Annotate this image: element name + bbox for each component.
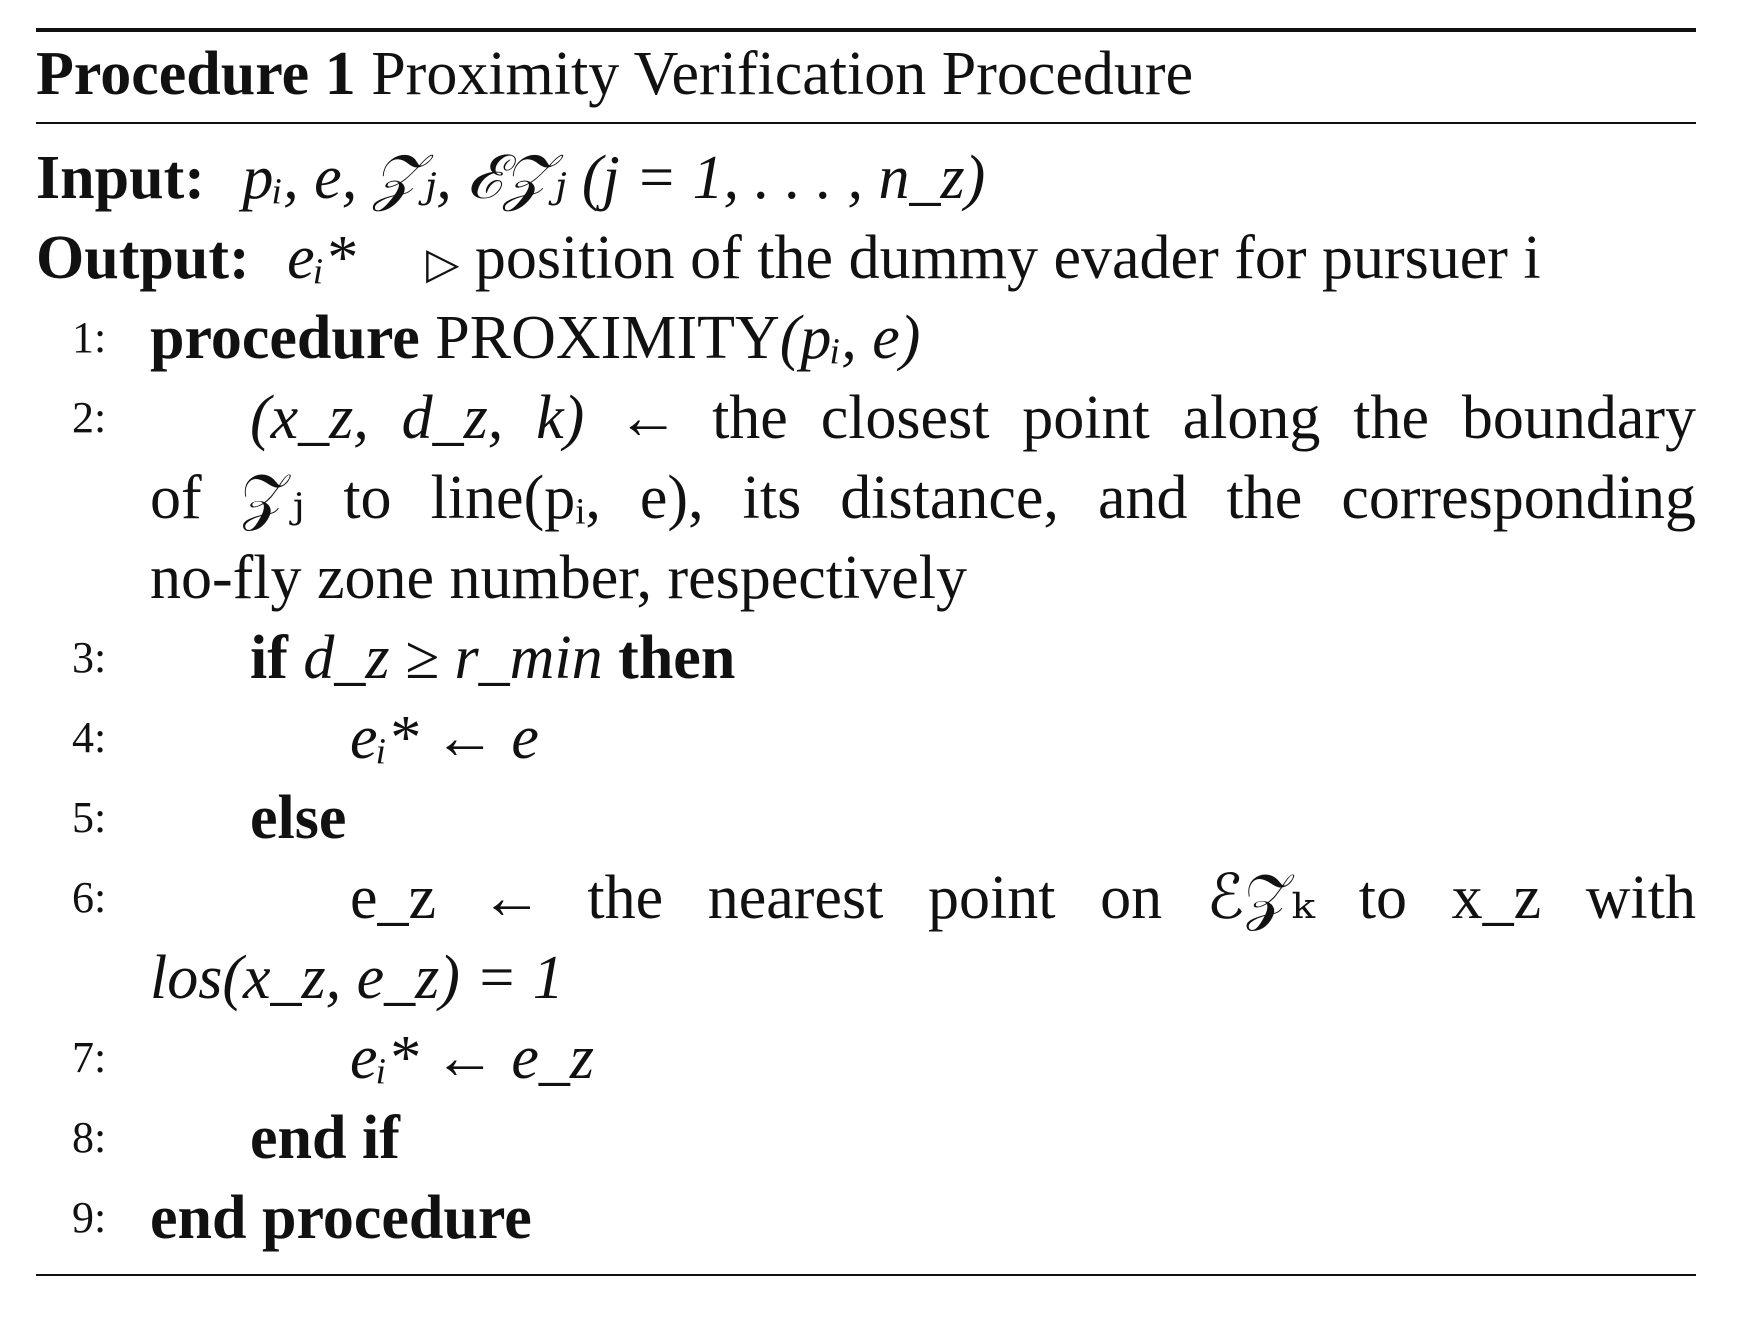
line-number: 2: [72,393,107,442]
step-6-text-1: e_z ← the nearest point on ℰ𝒵ₖ to x_z wi… [350,864,1696,932]
step-2-text-2: of 𝒵ⱼ to line(pᵢ, e), its distance, and … [150,464,1696,532]
line-number: 5: [72,793,107,842]
output-comment-text: position of the dummy evader for pursuer… [474,224,1541,292]
step-2-first-line: (x_z, d_z, k) ← the closest point along … [250,378,1696,458]
step-6: 6: e_z ← the nearest point on ℰ𝒵ₖ to x_z… [36,858,1696,938]
line-number: 1: [72,313,107,362]
algorithm-block: Procedure 1 Proximity Verification Proce… [36,28,1696,1276]
caption-rule [36,122,1696,124]
line-number: 4: [72,713,107,762]
keyword-else: else [250,784,347,852]
keyword-end-if: end if [250,1104,400,1172]
step-3: 3: if d_z ≥ r_min then [36,618,1696,698]
procedure-args: (pᵢ, e) [779,304,921,372]
output-line: Output: eᵢ* ▷ position of the dummy evad… [36,218,1696,298]
step-7: 7: eᵢ* ← e_z [36,1018,1696,1098]
input-line: Input: pᵢ, e, 𝒵ⱼ, ℰ𝒵ⱼ (j = 1, . . . , n_… [36,138,1696,218]
output-comment: ▷ position of the dummy evader for pursu… [426,218,1541,304]
output-label: Output: [36,224,250,292]
step-2-continuation-2: no-fly zone number, respectively [36,538,1696,618]
step-6-text-2: los(x_z, e_z) = 1 [150,944,564,1012]
output-value: eᵢ* [287,224,356,292]
keyword-if: if [250,624,288,692]
caption-title: Proximity Verification Procedure [371,40,1194,108]
caption-label: Procedure 1 [36,40,356,108]
procedure-name: PROXIMITY [435,304,780,372]
condition: d_z ≥ r_min [303,624,603,692]
algorithm-body: Input: pᵢ, e, 𝒵ⱼ, ℰ𝒵ⱼ (j = 1, . . . , n_… [36,124,1696,1274]
line-number: 6: [72,873,107,922]
line-number: 9: [72,1193,107,1242]
step-9: 9: end procedure [36,1178,1696,1258]
step-2-text-3: no-fly zone number, respectively [150,544,967,612]
step-2: 2: (x_z, d_z, k) ← the closest point alo… [36,378,1696,458]
step-1: 1: procedure PROXIMITY(pᵢ, e) [36,298,1696,378]
comment-triangle-icon: ▷ [426,239,460,289]
step-8: 8: end if [36,1098,1696,1178]
keyword-end-procedure: end procedure [150,1184,532,1252]
keyword: procedure [150,304,420,372]
assignment: eᵢ* ← e_z [350,1024,594,1092]
top-rule [36,28,1696,32]
input-value: pᵢ, e, 𝒵ⱼ, ℰ𝒵ⱼ (j = 1, . . . , n_z) [242,144,986,212]
step-2-continuation-1: of 𝒵ⱼ to line(pᵢ, e), its distance, and … [36,458,1696,538]
line-number: 3: [72,633,107,682]
keyword-then: then [618,624,736,692]
step-5: 5: else [36,778,1696,858]
line-number: 7: [72,1033,107,1082]
line-number: 8: [72,1113,107,1162]
input-label: Input: [36,144,205,212]
assignment: eᵢ* ← e [350,704,539,772]
bottom-rule [36,1274,1696,1276]
step-4: 4: eᵢ* ← e [36,698,1696,778]
step-2-lhs: (x_z, d_z, k) ← [250,384,680,452]
step-6-continuation: los(x_z, e_z) = 1 [36,938,1696,1018]
algorithm-caption: Procedure 1 Proximity Verification Proce… [36,32,1696,122]
step-2-text-1: the closest point along the boundary [712,384,1697,452]
